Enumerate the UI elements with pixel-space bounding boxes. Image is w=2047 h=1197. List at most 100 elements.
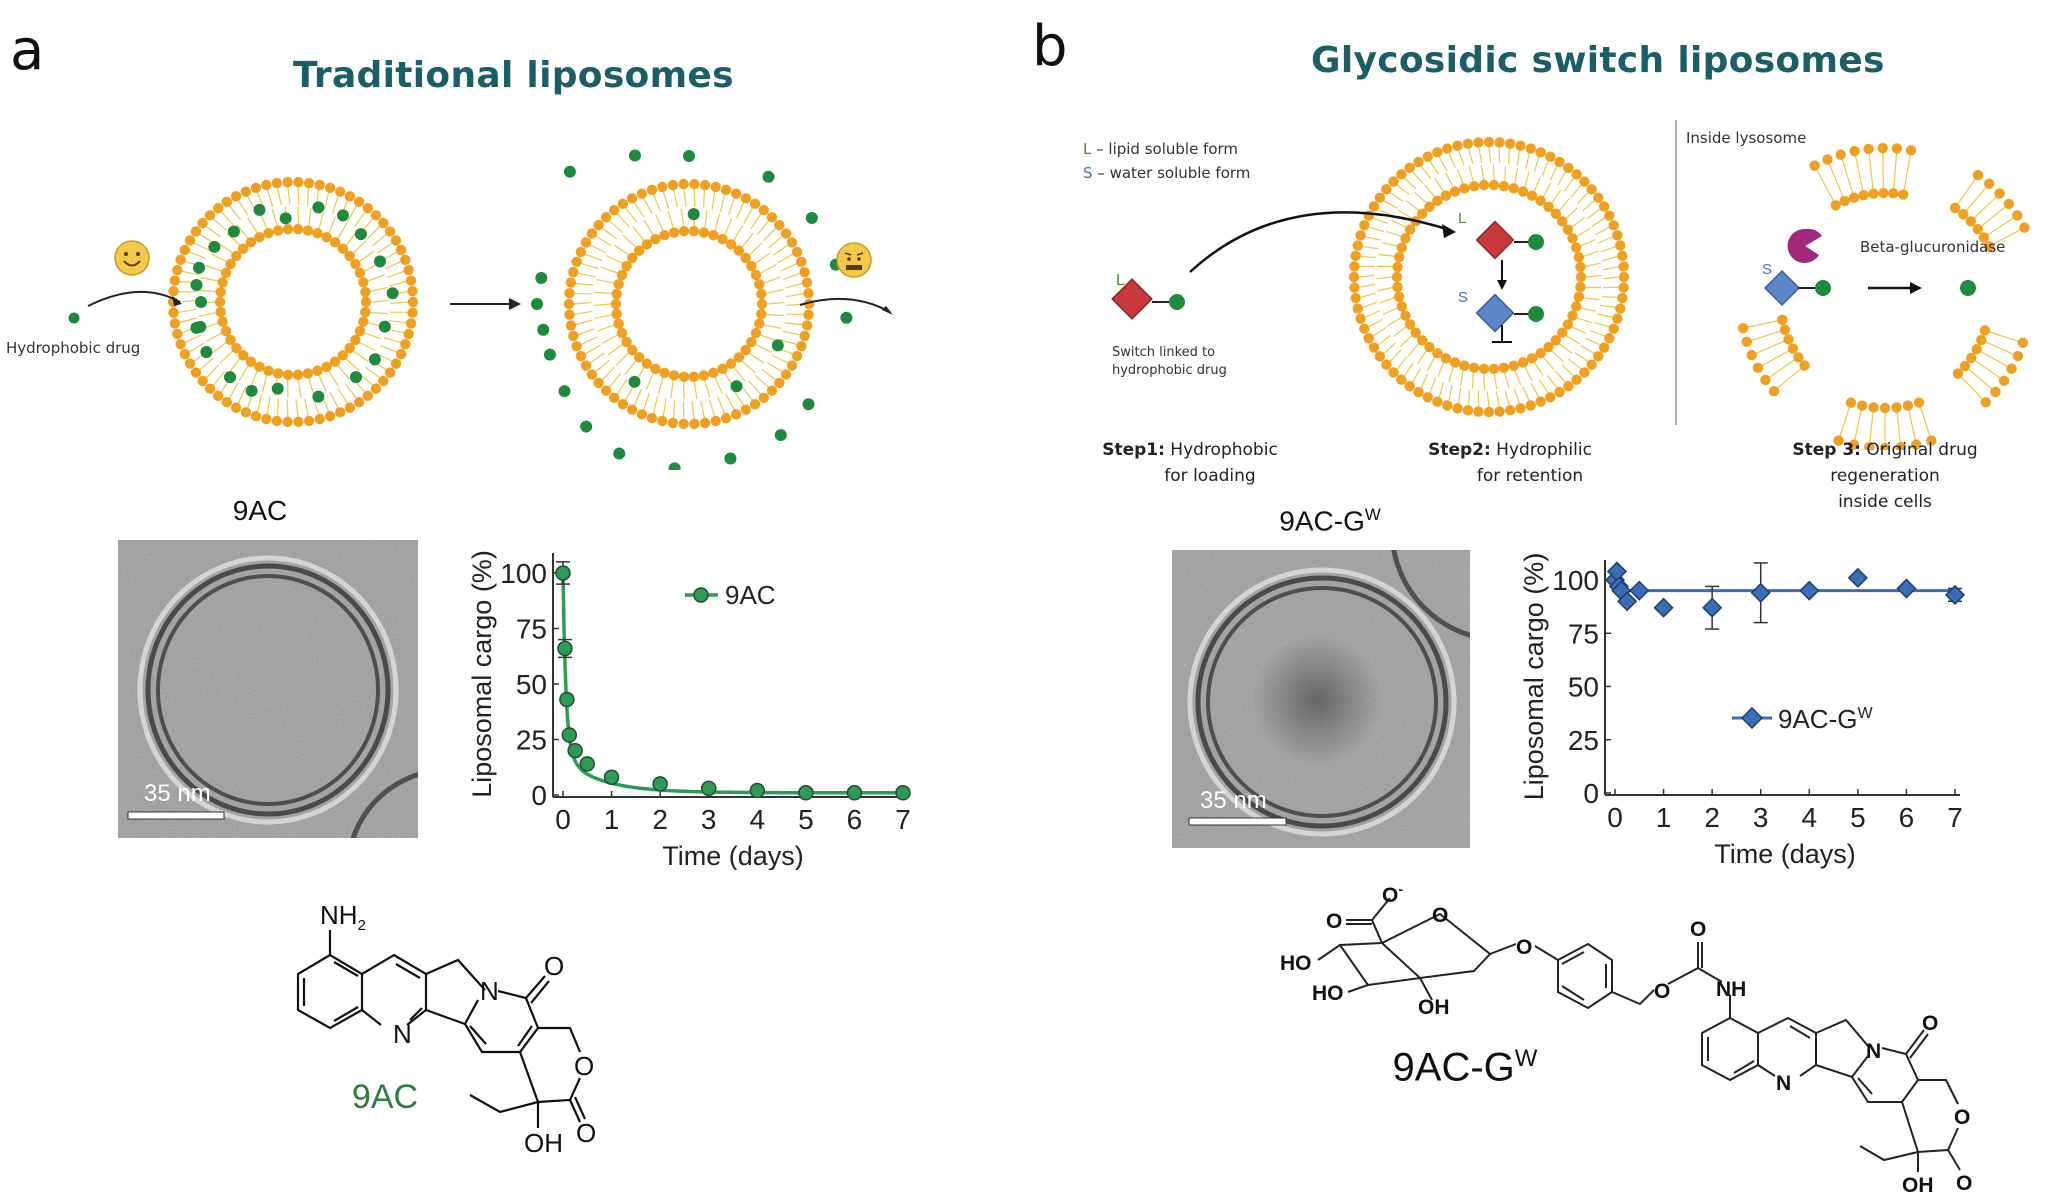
lipid-tail: [1373, 326, 1387, 337]
lipid-tail: [1854, 410, 1862, 440]
lipid-tail: [741, 385, 753, 401]
lipid-head: [1350, 292, 1361, 304]
lipid-tail: [673, 190, 678, 208]
lipid-tail: [590, 352, 605, 364]
lipid-head: [801, 320, 813, 331]
lipid-tail: [1576, 192, 1589, 205]
lipid-head: [370, 383, 382, 394]
lipid-head: [740, 252, 751, 264]
molecule-gw-bonds: [1317, 897, 1961, 1172]
em-image-title-9acgw: 9AC-GW: [1240, 505, 1420, 537]
lipid-head: [1348, 271, 1360, 283]
atom-nh2: NH2: [320, 900, 366, 934]
lipid-tail: [783, 272, 800, 281]
lipid-tail: [1360, 256, 1377, 258]
lipid-head: [1483, 406, 1495, 418]
liposome-retaining: [1348, 136, 1630, 418]
lipid-tail: [1533, 156, 1540, 173]
lipid-tail: [1416, 350, 1427, 365]
lipid-head: [1374, 351, 1385, 362]
lipid-tail: [238, 386, 247, 404]
lipid-tail: [295, 399, 299, 417]
lipid-head: [360, 306, 371, 318]
lipid-head: [740, 344, 751, 356]
lipid-head: [1400, 310, 1411, 321]
lipid-head: [350, 258, 361, 270]
lipid-head: [1760, 374, 1771, 386]
lipid-tail: [1903, 155, 1911, 190]
lipid-tail: [308, 208, 312, 226]
lipid-head: [1494, 406, 1505, 417]
lipid-head: [1902, 400, 1914, 411]
y-tick-label: 25: [1568, 725, 1599, 756]
lipid-tail: [1599, 304, 1616, 308]
lipid-head: [750, 327, 762, 339]
lipid-tail: [1362, 301, 1378, 308]
switch-l-marker: L: [1116, 272, 1125, 289]
lipid-head: [353, 396, 365, 408]
lipid-head: [564, 288, 575, 299]
drug-molecule-icon: [558, 385, 571, 398]
lipid-tail: [1577, 317, 1592, 324]
step3-bold: Step 3:: [1792, 440, 1861, 460]
lipid-head: [564, 309, 575, 320]
lipid-head: [1593, 351, 1604, 362]
lipid-head: [1504, 138, 1516, 149]
drug-molecule-icon: [613, 447, 626, 460]
lipid-head: [214, 296, 226, 308]
lipid-head: [699, 179, 711, 191]
data-point-9acgw: [1750, 582, 1771, 603]
lipid-tail: [609, 220, 624, 233]
lipid-tail: [189, 342, 205, 353]
lipid-tail: [1522, 386, 1530, 401]
legend-s-key: S: [1083, 164, 1093, 182]
lipid-head: [717, 233, 728, 245]
lipid-head: [1396, 242, 1408, 253]
lipid-tail: [719, 194, 726, 212]
lipid-head: [1562, 319, 1574, 330]
lipid-tail: [297, 379, 302, 398]
lipid-head: [1910, 439, 1922, 450]
lipid-tail: [766, 314, 784, 317]
lipid-tail: [1504, 165, 1507, 182]
drug-molecule-icon: [312, 201, 325, 214]
legend-marker-9ac: [693, 587, 709, 603]
em-texture-b: [1172, 550, 1470, 848]
lipid-head: [616, 269, 628, 281]
lipid-tail: [1960, 376, 1983, 400]
lipid-head: [282, 176, 293, 188]
drug-molecule-icon: [730, 380, 743, 393]
lipid-head: [1535, 347, 1546, 359]
x-tick-label: 0: [555, 804, 571, 835]
lipid-head: [659, 230, 670, 241]
y-tick-label: 25: [516, 725, 547, 756]
lipid-tail: [691, 401, 695, 419]
lipid-head: [1404, 319, 1416, 330]
inside-l-marker: L: [1458, 210, 1466, 227]
molecule-gw-name-main: 9AC-G: [1392, 1045, 1515, 1090]
legend-label-sup: W: [1857, 705, 1873, 722]
lipid-head: [220, 267, 232, 279]
data-point-9acgw: [1629, 580, 1650, 601]
lipid-head: [250, 182, 262, 194]
lipid-head: [1598, 342, 1610, 353]
lipid-tail: [683, 189, 687, 207]
lipid-head: [1359, 220, 1370, 231]
legend-label-9acgw: 9AC-GW: [1778, 704, 1873, 734]
y-tick-label: 100: [500, 558, 547, 589]
lipid-head: [303, 177, 315, 189]
lipid-head: [1949, 202, 1961, 214]
drug-molecule-icon: [378, 320, 391, 333]
lipid-head: [678, 225, 690, 237]
lipid-tail: [1957, 178, 1976, 205]
lipid-head: [175, 338, 186, 350]
lipid-tail: [1387, 317, 1402, 327]
lipid-tail: [189, 251, 207, 259]
lipid-head: [403, 264, 414, 276]
atom-o-lactone: O: [1954, 1106, 1970, 1129]
lipid-tail: [1533, 176, 1541, 192]
lipid-head: [1868, 402, 1879, 413]
lipid-head: [1979, 325, 1991, 336]
lipid-tail: [634, 202, 645, 218]
lipid-tail: [1426, 357, 1435, 372]
